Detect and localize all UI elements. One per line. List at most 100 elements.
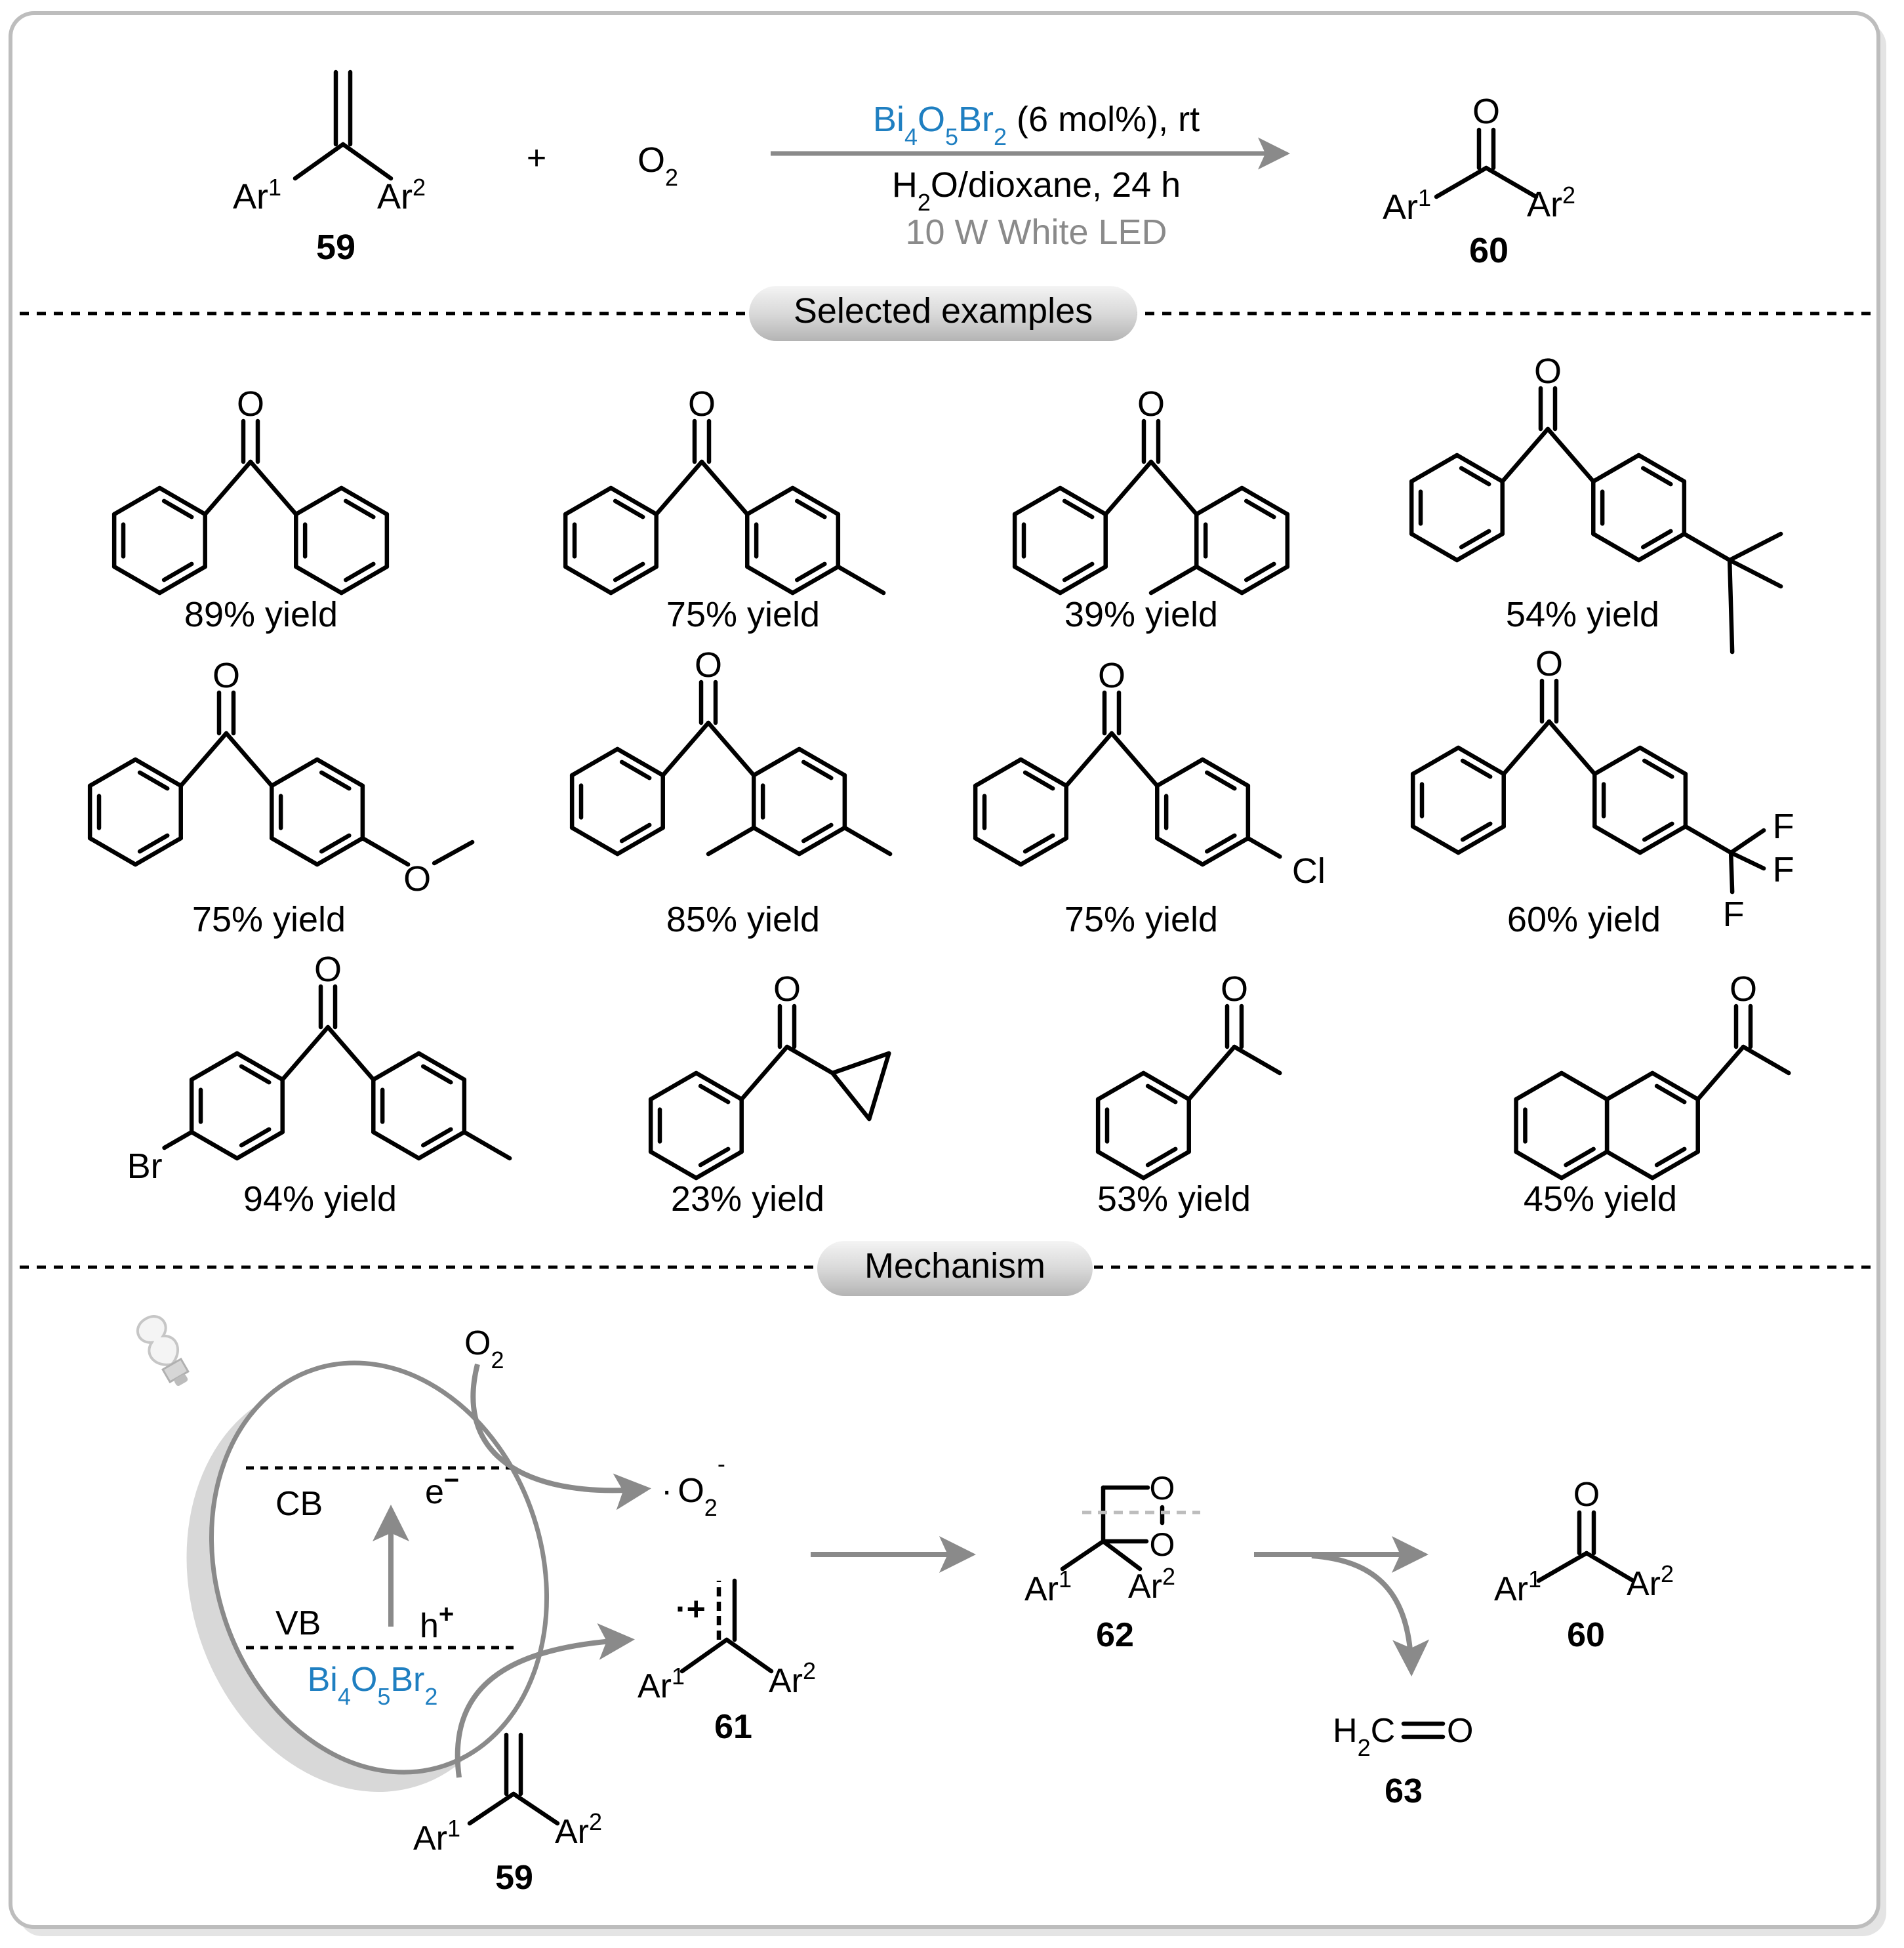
examples-label: Selected examples	[794, 291, 1093, 331]
chlorine-label: Cl	[1292, 851, 1326, 891]
carbonyl-oxygen: O	[1730, 969, 1757, 1009]
example-12: O 45% yield	[1514, 969, 1791, 1219]
yield-label-2: 75% yield	[666, 595, 820, 634]
yield-label-4: 54% yield	[1506, 595, 1659, 634]
example-10: O 23% yield	[648, 969, 891, 1219]
fluorine-label: F	[1723, 895, 1745, 934]
catalyst-label: Bi4O5Br2	[308, 1661, 438, 1710]
svg-text:61: 61	[714, 1708, 752, 1746]
carbonyl-oxygen: O	[314, 950, 342, 989]
yield-label-6: 85% yield	[666, 900, 820, 939]
o2-arrow	[470, 1364, 651, 1511]
compound-number-59: 59	[316, 228, 355, 267]
hole-label: h+	[420, 1600, 454, 1645]
svg-text:Ar1: Ar1	[638, 1663, 685, 1706]
svg-text:Ar2: Ar2	[377, 174, 426, 217]
svg-text:O: O	[1472, 92, 1500, 131]
mechanism-substrate-59: Ar1 Ar2 59	[413, 1732, 602, 1897]
svg-text:Ar2: Ar2	[1627, 1560, 1674, 1604]
reactant-59: Ar1 Ar2 59	[233, 70, 426, 267]
svg-text:O: O	[1150, 1526, 1175, 1563]
yield-label-3: 39% yield	[1064, 595, 1218, 634]
svg-text:O: O	[1150, 1470, 1175, 1507]
svg-text:59: 59	[495, 1859, 533, 1897]
carbonyl-oxygen: O	[688, 384, 716, 424]
svg-text:Ar2: Ar2	[1128, 1563, 1175, 1606]
svg-text:Ar1: Ar1	[1024, 1566, 1072, 1609]
carbonyl-oxygen: O	[773, 969, 801, 1009]
mechanism-product-60: Ar O Ar1 Ar2 60	[1494, 1476, 1674, 1654]
svg-text:63: 63	[1385, 1772, 1423, 1810]
superoxide-label: ·O2-	[661, 1450, 725, 1521]
svg-text:H2C: H2C	[1333, 1712, 1395, 1761]
carbonyl-oxygen: O	[695, 645, 722, 685]
bromine-label: Br	[127, 1146, 163, 1186]
mechanism-label: Mechanism	[864, 1246, 1045, 1286]
radical-cation-61: ·+ Ar1 Ar2 61	[638, 1578, 816, 1746]
vb-label: VB	[275, 1604, 321, 1642]
svg-text:60: 60	[1567, 1616, 1605, 1654]
product-60: O Ar1 Ar2 60	[1383, 92, 1575, 270]
dioxetane-62: O O Ar1 Ar2 62	[1024, 1470, 1200, 1654]
carbonyl-oxygen: O	[1535, 644, 1563, 683]
svg-text:Ar1: Ar1	[233, 174, 281, 217]
yield-label-1: 89% yield	[184, 595, 338, 634]
example-6: O 85% yield	[569, 645, 893, 939]
photocatalyst: CB VB e− h+ Bi4O5Br2	[186, 1360, 550, 1792]
example-9: O Br 94% yield	[127, 950, 512, 1219]
svg-text:O: O	[1573, 1476, 1600, 1514]
yield-label-11: 53% yield	[1097, 1179, 1251, 1219]
example-5: O O 75% yield	[87, 656, 475, 939]
example-4: O 54% yield	[1409, 352, 1783, 655]
oxygen-reagent: O2	[638, 140, 678, 191]
o2-label: O2	[464, 1324, 504, 1373]
carbonyl-oxygen: O	[1098, 656, 1125, 695]
fluorine-label: F	[1773, 850, 1794, 889]
yield-label-5: 75% yield	[192, 900, 346, 939]
formaldehyde-63: H2C O 63	[1333, 1712, 1473, 1810]
mechanism-pill	[817, 1241, 1093, 1296]
light-bulb-icon	[136, 1315, 190, 1386]
example-11: O 53% yield	[1095, 969, 1282, 1219]
svg-text:Ar2: Ar2	[769, 1657, 816, 1701]
carbonyl-oxygen: O	[237, 384, 264, 424]
svg-text:Ar2: Ar2	[555, 1808, 602, 1852]
solvent-conditions: H2O/dioxane, 24 h	[892, 165, 1181, 216]
svg-text:Ar1: Ar1	[1383, 184, 1431, 228]
yield-label-12: 45% yield	[1524, 1179, 1677, 1219]
carbonyl-oxygen: O	[1137, 384, 1165, 424]
yield-label-7: 75% yield	[1064, 900, 1218, 939]
ar1-label: Ar	[233, 177, 268, 216]
svg-text:Ar1: Ar1	[413, 1815, 460, 1858]
yield-label-10: 23% yield	[671, 1179, 824, 1219]
light-source: 10 W White LED	[905, 213, 1167, 252]
fluorine-label: F	[1773, 807, 1794, 846]
carbonyl-oxygen: O	[1221, 969, 1248, 1009]
ar2-label: Ar	[377, 177, 413, 216]
svg-text:62: 62	[1096, 1616, 1134, 1654]
example-2: O 75% yield	[563, 384, 886, 634]
compound-number-60: 60	[1469, 231, 1509, 270]
electron-label: e−	[425, 1466, 459, 1511]
yield-label-9: 94% yield	[243, 1179, 397, 1219]
cb-label: CB	[275, 1485, 323, 1523]
example-3: O 39% yield	[1012, 384, 1290, 634]
arrow-to-63	[1311, 1553, 1430, 1676]
plus-sign: +	[527, 139, 546, 177]
svg-text:O: O	[1447, 1712, 1473, 1750]
svg-text:Ar1: Ar1	[1494, 1566, 1541, 1609]
carbonyl-oxygen: O	[1534, 352, 1562, 391]
oxidation-arrow	[455, 1623, 635, 1778]
carbonyl-oxygen: O	[213, 656, 240, 695]
example-7: O Cl 75% yield	[973, 656, 1326, 939]
methoxy-oxygen: O	[403, 859, 431, 899]
yield-label-8: 60% yield	[1507, 900, 1661, 939]
example-1: O 89% yield	[111, 384, 390, 634]
svg-text:Ar2: Ar2	[1527, 182, 1575, 225]
examples-pill	[749, 286, 1137, 341]
svg-text:·+: ·+	[676, 1591, 706, 1627]
catalyst-conditions: Bi4O5Br2 (6 mol%), rt	[873, 100, 1200, 150]
